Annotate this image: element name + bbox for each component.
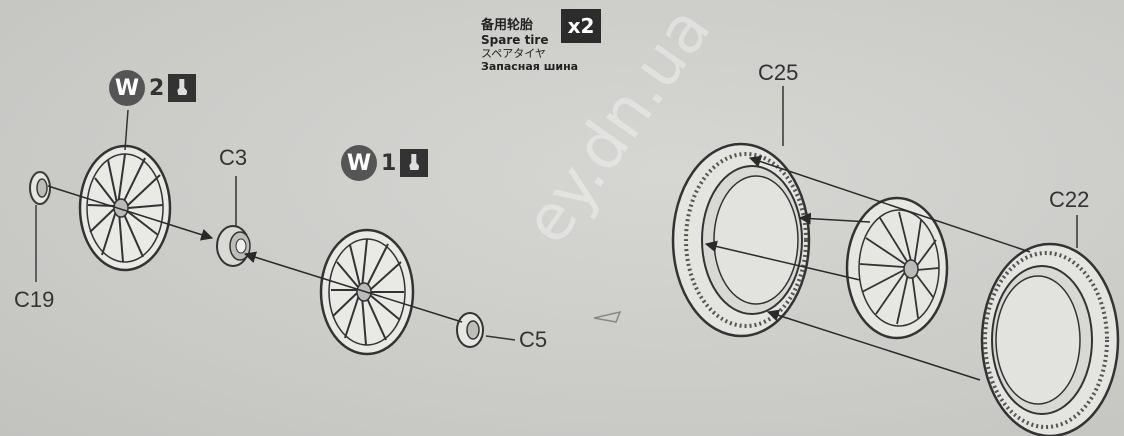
title-russian: Запасная шина (481, 60, 579, 73)
w1-circle: W (341, 145, 377, 181)
wheel-w1-badge: W 1 (341, 145, 429, 181)
arrow-icon (593, 310, 622, 323)
title-chinese: 备用轮胎 (481, 18, 534, 33)
part-c5-cap (456, 312, 516, 348)
label-c25: C25 (758, 60, 799, 85)
title-japanese: スペアタイヤ (481, 47, 546, 60)
part-c3-hub (216, 176, 251, 267)
assembly-arrows-right (704, 155, 1031, 381)
w2-number: 2 (149, 75, 165, 101)
title-english: Spare tire (481, 33, 549, 47)
label-c3: C3 (219, 145, 248, 170)
header-title-block: 备用轮胎 Spare tire スペアタイヤ Запасная шина (481, 14, 578, 73)
label-c22: C22 (1049, 187, 1090, 212)
part-c19-cap (29, 171, 51, 282)
paint-brush-icon (168, 74, 197, 102)
wheel-w2-rim (78, 109, 172, 272)
middle-rim (845, 196, 949, 340)
quantity-badge: x2 (561, 9, 601, 43)
wheel-w2-badge: W 2 (109, 70, 197, 106)
paint-brush-icon (400, 149, 429, 177)
w1-number: 1 (381, 150, 397, 176)
label-c19: C19 (14, 287, 55, 312)
part-c25-tire (671, 86, 811, 338)
part-c22-tire (980, 215, 1120, 436)
w2-circle: W (109, 70, 145, 106)
assembly-arrows-left (47, 185, 463, 323)
label-c5: C5 (519, 327, 548, 352)
